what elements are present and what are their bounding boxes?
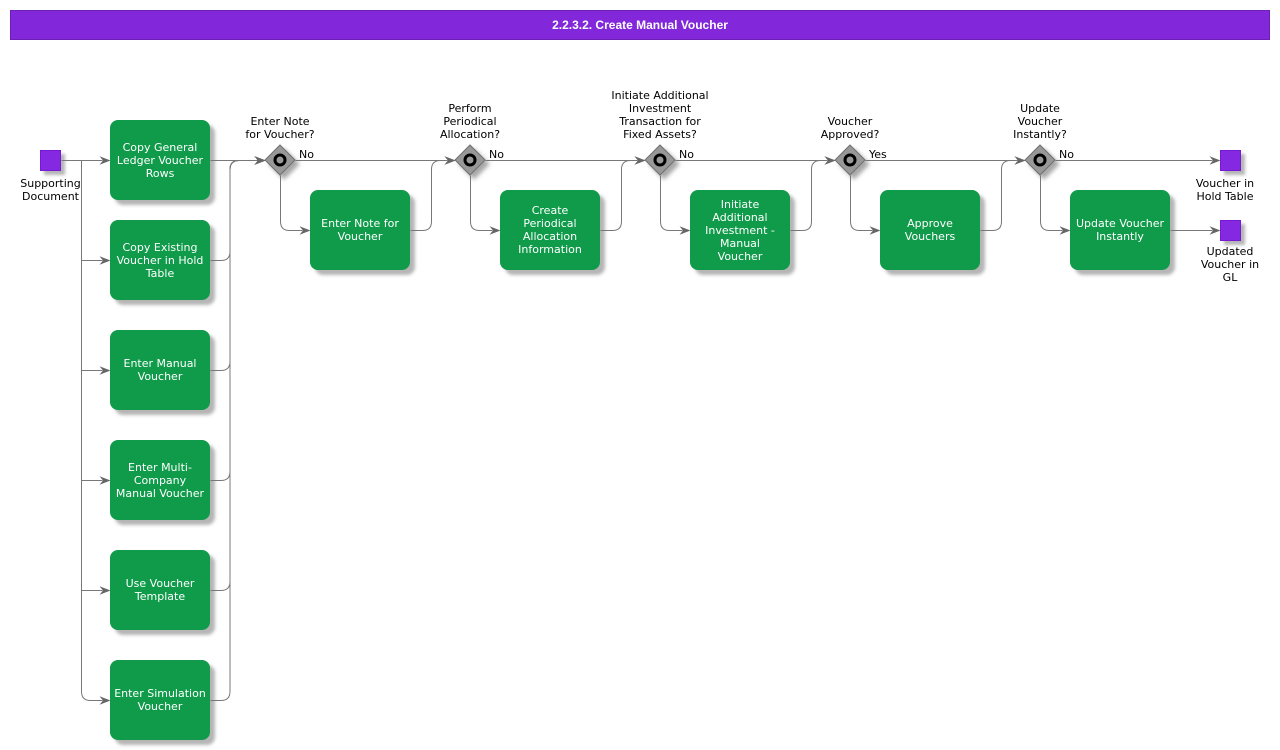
- diamond-shape: [1024, 144, 1056, 176]
- arrowhead-d2-yes-to-create-periodical: [489, 226, 501, 235]
- task-approve-vouchers: Approve Vouchers: [880, 190, 980, 270]
- arrowhead-d5-no-to-hold-table: [1209, 156, 1221, 165]
- edge-create-periodical-to-d3: [600, 160, 638, 231]
- end-voucher-in-hold-table-label: Voucher in Hold Table: [1195, 177, 1255, 203]
- arrowhead-d1-yes-to-enter-note: [299, 226, 311, 235]
- edge-copy-existing-to-d1: [210, 160, 258, 261]
- decision-initiate-additional-investment-question: Initiate Additional Investment Transacti…: [611, 89, 709, 141]
- decision-voucher-approved-answer: Yes: [869, 147, 887, 161]
- task-copy-existing-voucher-in-hold-table: Copy Existing Voucher in Hold Table: [110, 220, 210, 300]
- edge-enter-multi-to-d1: [210, 160, 258, 481]
- arrowhead-update-voucher-to-gl: [1209, 226, 1221, 235]
- decision-ring-icon: [463, 153, 477, 167]
- task-copy-general-ledger-voucher-rows: Copy General Ledger Voucher Rows: [110, 120, 210, 200]
- arrowhead-start-rail: [99, 696, 111, 705]
- diamond-svg: [834, 144, 866, 176]
- edge-d2-yes-to-create-periodical: [470, 175, 493, 231]
- edge-d1-yes-to-enter-note: [280, 175, 303, 231]
- task-enter-manual-voucher: Enter Manual Voucher: [110, 330, 210, 410]
- decision-ring-icon: [843, 153, 857, 167]
- task-enter-note-for-voucher: Enter Note for Voucher: [310, 190, 410, 270]
- arrowhead-create-periodical-to-d3: [634, 156, 646, 165]
- diagram-title-banner: 2.2.3.2. Create Manual Voucher: [10, 10, 1270, 40]
- diamond-svg: [454, 144, 486, 176]
- decision-update-voucher-instantly: [1024, 144, 1056, 176]
- start-supporting-document: [40, 149, 61, 171]
- arrowhead-start-to-enter-manual: [99, 366, 111, 375]
- task-use-voucher-template: Use Voucher Template: [110, 550, 210, 630]
- decision-enter-note-for-voucher: [264, 144, 296, 176]
- edge-d4-no-to-approve-vouchers: [850, 175, 873, 231]
- decision-perform-periodical-allocation-answer: No: [489, 147, 504, 161]
- end-voucher-in-hold-table: [1220, 149, 1241, 171]
- decision-update-voucher-instantly-question: Update Voucher Instantly?: [1013, 102, 1067, 141]
- arrowhead-enter-note-to-d2: [444, 156, 456, 165]
- edge-use-template-to-d1: [210, 160, 258, 591]
- arrowhead-start-to-copy-existing: [99, 256, 111, 265]
- task-enter-multi-company-manual-voucher: Enter Multi- Company Manual Voucher: [110, 440, 210, 520]
- arrowhead-start-to-copy-general: [99, 156, 111, 165]
- diamond-shape: [834, 144, 866, 176]
- diamond-svg: [644, 144, 676, 176]
- task-update-voucher-instantly: Update Voucher Instantly: [1070, 190, 1170, 270]
- decision-enter-note-for-voucher-question: Enter Note for Voucher?: [245, 115, 315, 141]
- arrowhead-d4-no-to-approve-vouchers: [869, 226, 881, 235]
- diagram-title: 2.2.3.2. Create Manual Voucher: [552, 17, 728, 32]
- end-updated-voucher-in-gl-label: Updated Voucher in GL: [1200, 245, 1260, 284]
- task-create-periodical-allocation-information: Create Periodical Allocation Information: [500, 190, 600, 270]
- start-supporting-document-label: Supporting Document: [20, 177, 81, 203]
- decision-initiate-additional-investment-answer: No: [679, 147, 694, 161]
- edge-enter-note-to-d2: [410, 160, 448, 231]
- diamond-shape: [644, 144, 676, 176]
- arrowhead-d5-yes-to-update-voucher: [1059, 226, 1071, 235]
- edge-enter-manual-to-d1: [210, 160, 258, 371]
- arrowhead-start-to-use-template: [99, 586, 111, 595]
- edge-d3-yes-to-initiate-additional: [660, 175, 683, 231]
- decision-perform-periodical-allocation: [454, 144, 486, 176]
- decision-enter-note-for-voucher-answer: No: [299, 147, 314, 161]
- decision-ring-icon: [653, 153, 667, 167]
- task-initiate-additional-investment-manual-voucher: Initiate Additional Investment - Manual …: [690, 190, 790, 270]
- task-enter-simulation-voucher: Enter Simulation Voucher: [110, 660, 210, 740]
- decision-voucher-approved: [834, 144, 866, 176]
- diamond-svg: [1024, 144, 1056, 176]
- diamond-svg: [264, 144, 296, 176]
- end-updated-voucher-in-gl: [1220, 219, 1241, 241]
- decision-update-voucher-instantly-answer: No: [1059, 147, 1074, 161]
- edge-enter-simulation-to-d1: [210, 160, 258, 701]
- arrowhead-approve-vouchers-to-d5: [1014, 156, 1026, 165]
- decision-ring-icon: [1033, 153, 1047, 167]
- decision-perform-periodical-allocation-question: Perform Periodical Allocation?: [439, 102, 501, 141]
- decision-voucher-approved-question: Voucher Approved?: [820, 115, 880, 141]
- edge-start-rail: [81, 160, 103, 701]
- edge-initiate-additional-to-d4: [790, 160, 828, 231]
- diamond-shape: [264, 144, 296, 176]
- arrowhead-start-to-enter-multi: [99, 476, 111, 485]
- edge-approve-vouchers-to-d5: [980, 160, 1018, 231]
- diamond-shape: [454, 144, 486, 176]
- decision-initiate-additional-investment: [644, 144, 676, 176]
- arrowhead-d3-yes-to-initiate-additional: [679, 226, 691, 235]
- edge-d5-yes-to-update-voucher: [1040, 175, 1063, 231]
- arrowhead-initiate-additional-to-d4: [824, 156, 836, 165]
- arrowhead-enter-simulation-to-d1: [254, 156, 266, 165]
- decision-ring-icon: [273, 153, 287, 167]
